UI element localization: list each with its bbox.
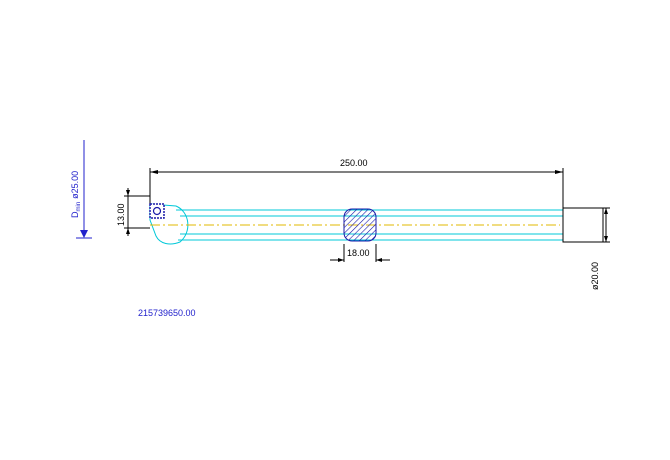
section-dimension: 18.00: [330, 244, 390, 262]
cutting-insert: [149, 203, 165, 219]
length-arrow-left: [150, 170, 158, 174]
shank-diameter-dimension: ø20.00: [590, 207, 610, 290]
cross-section: [343, 208, 377, 242]
height-arrow-bottom: [126, 228, 130, 234]
height-dimension: 13.00: [116, 188, 150, 236]
section-arrow-left: [338, 258, 344, 262]
length-arrow-right: [555, 170, 563, 174]
section-dimension-text: 18.00: [347, 248, 370, 258]
min-bore-value: ø25.00: [70, 171, 80, 199]
height-dimension-text: 13.00: [116, 203, 126, 226]
clamp-section: [562, 207, 604, 243]
shank-diameter-text: ø20.00: [590, 262, 600, 290]
tool-head-outline: [149, 203, 189, 245]
cross-section-hatch: [343, 208, 377, 242]
part-number: 215739650.00: [138, 308, 196, 318]
length-dimension-text: 250.00: [340, 158, 368, 168]
insert-square: [149, 203, 165, 219]
height-arrow-top: [126, 190, 130, 196]
min-bore-arrow: [80, 230, 88, 238]
insert-screw-icon: [152, 206, 162, 216]
min-bore-label-sub: min: [76, 202, 82, 212]
diameter-arrow-top: [604, 208, 608, 214]
length-dimension: 250.00: [149, 158, 564, 210]
section-arrow-right: [376, 258, 382, 262]
diameter-arrow-bottom: [604, 236, 608, 242]
min-bore-label: Dmin ø25.00: [70, 171, 82, 218]
min-bore-label-main: D: [70, 211, 80, 218]
min-bore-indicator: Dmin ø25.00: [70, 140, 92, 239]
